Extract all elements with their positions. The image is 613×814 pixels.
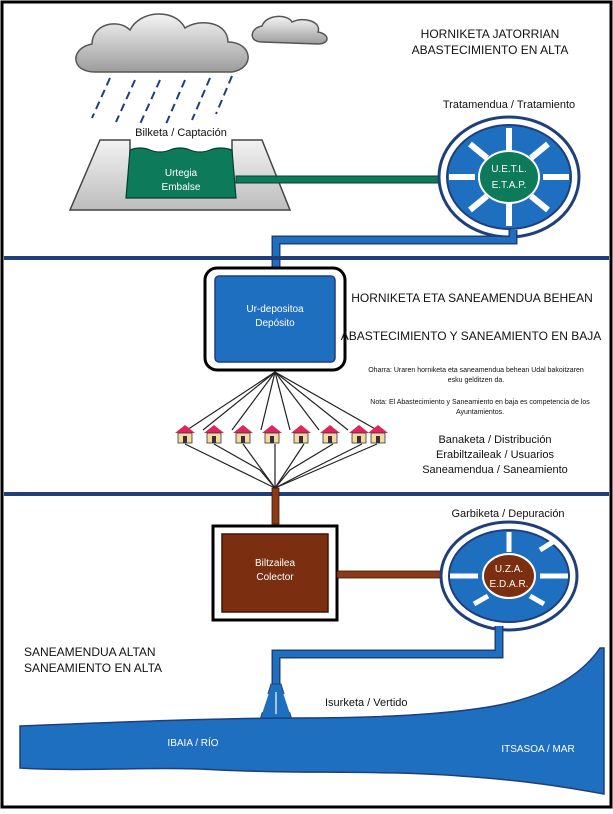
header-bottom-es: SANEAMIENTO EN ALTA — [24, 661, 162, 675]
reservoir-pipe — [235, 175, 445, 184]
header-bottom-eu: SANEAMENDUA ALTAN — [24, 645, 156, 659]
reservoir-dam — [68, 139, 292, 211]
note-eu-line2: esku gelditzen da. — [448, 377, 504, 384]
deposito-label-es: Depósito — [255, 318, 295, 329]
note-es-line2: Ayuntamientos. — [456, 409, 504, 416]
collector-pipe — [336, 570, 450, 579]
sewage-pipe — [271, 487, 280, 525]
river-sea-body — [19, 647, 605, 795]
edar-label-es: E.D.A.R. — [490, 579, 529, 590]
depuracion-label: Garbiketa / Depuración — [451, 508, 564, 520]
houses-icon — [175, 425, 388, 444]
mar-label: ITSASOA / MAR — [501, 744, 574, 755]
edar-label-eu: U.Z.A. — [495, 564, 523, 575]
header-middle-eu: HORNIKETA ETA SANEAMENDUA BEHEAN — [351, 291, 593, 305]
colector-label-eu: Biltzailea — [255, 558, 295, 569]
colector-tank — [211, 524, 339, 622]
etap-label-es: E.T.A.P. — [492, 180, 527, 191]
etap-treatment-plant-icon — [437, 115, 581, 239]
section-divider-top — [4, 256, 609, 260]
header-top-es: ABASTECIMIENTO EN ALTA — [412, 43, 569, 57]
saneamiento-label: Saneamendua / Saneamiento — [422, 464, 568, 476]
etap-label-eu: U.E.T.L. — [491, 164, 527, 175]
note-eu-line1: Oharra: Uraren horniketa eta saneamendua… — [368, 367, 584, 374]
rio-label: IBAIA / RÍO — [167, 736, 218, 749]
distribution-network — [184, 371, 378, 489]
deposito-label-eu: Ur-depositoa — [246, 304, 304, 315]
note-es-line1: Nota: El Abastecimiento y Saneamiento en… — [370, 399, 590, 406]
rain-drops-icon — [91, 75, 233, 125]
edar-treatment-plant-icon — [439, 520, 579, 632]
captacion-label: Bilketa / Captación — [135, 127, 227, 139]
header-middle-es: ABASTECIMIENTO Y SANEAMIENTO EN BAJA — [341, 329, 602, 343]
distribucion-label: Banaketa / Distribución — [438, 434, 551, 446]
reservoir-water — [125, 147, 237, 199]
embalse-label-es: Embalse — [162, 182, 201, 193]
header-top-eu: HORNIKETA JATORRIAN — [421, 27, 560, 41]
vertido-label: Isurketa / Vertido — [325, 697, 408, 709]
deposito-tank — [203, 266, 347, 372]
rain-cloud-icon — [75, 13, 328, 73]
discharge-pipe — [273, 626, 502, 684]
colector-label-es: Colector — [256, 572, 294, 583]
usuarios-label: Erabiltzaileak / Usuarios — [436, 449, 554, 461]
section-divider-bottom — [4, 492, 609, 496]
embalse-label-eu: Urtegia — [165, 168, 198, 179]
tratamiento-label: Tratamendua / Tratamiento — [443, 99, 575, 111]
discharge-spray-icon — [259, 683, 293, 721]
